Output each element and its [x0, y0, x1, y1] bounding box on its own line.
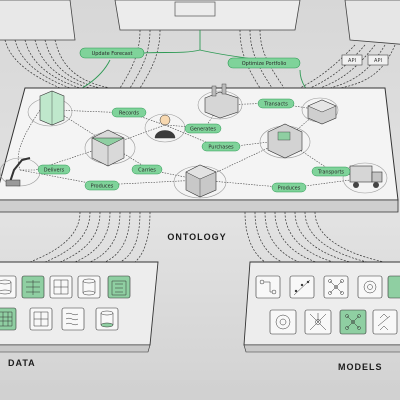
building-icon[interactable] — [39, 90, 65, 126]
app-panel-right — [344, 0, 400, 45]
update-forecast-label: Update Forecast — [92, 51, 133, 57]
warehouse-icon[interactable] — [91, 129, 125, 167]
model-tile-cog[interactable] — [269, 309, 297, 335]
app-panel-left — [0, 0, 76, 41]
edge-pill-carries[interactable]: Carries — [131, 164, 163, 175]
data-tile-dots[interactable] — [107, 275, 131, 299]
models-panel — [243, 261, 400, 353]
edge-label-generates: Generates — [190, 127, 216, 133]
truck-icon[interactable] — [349, 165, 383, 188]
model-tiles — [255, 275, 400, 335]
lower-connectors — [29, 211, 385, 263]
top-app-panels — [0, 0, 400, 45]
edge-label-purchases: Purchases — [208, 145, 234, 151]
optimize-portfolio-label: Optimize Portfolio — [242, 61, 287, 67]
edge-pill-produces-left[interactable]: Produces — [84, 180, 120, 191]
update-forecast-pill[interactable]: Update Forecast — [79, 47, 145, 59]
model-tile-flow[interactable] — [255, 275, 281, 299]
machine-icon[interactable] — [267, 123, 303, 159]
edge-label-produces-left: Produces — [91, 184, 114, 190]
optimize-portfolio-pill[interactable]: Optimize Portfolio — [227, 57, 301, 69]
edge-label-transports: Transports — [317, 170, 344, 176]
data-title: DATA — [8, 358, 36, 368]
green-action-lines — [129, 30, 271, 63]
edge-pill-purchases[interactable]: Purchases — [201, 141, 241, 152]
models-title: MODELS — [338, 362, 383, 372]
model-tile-edge[interactable] — [387, 275, 400, 299]
factory-icon[interactable] — [204, 83, 239, 119]
edge-pill-records[interactable]: Records — [111, 107, 147, 118]
edge-label-transacts: Transacts — [263, 102, 288, 108]
bottom-shade — [0, 380, 400, 400]
monitor-icon — [174, 1, 216, 17]
edge-pill-transports[interactable]: Transports — [311, 166, 351, 177]
edge-label-carries: Carries — [138, 168, 156, 174]
ontology-title: ONTOLOGY — [167, 232, 226, 242]
app-panel-center — [114, 0, 301, 31]
cargo-box-icon[interactable] — [307, 99, 337, 125]
api-label-2: API — [374, 58, 382, 64]
person-icon[interactable] — [154, 114, 176, 139]
data-tile-database[interactable] — [0, 275, 17, 299]
data-tile-wave[interactable] — [61, 307, 85, 331]
model-tile-gear[interactable] — [357, 275, 383, 299]
model-tile-link[interactable] — [372, 309, 398, 335]
api-box-2: API — [367, 54, 389, 66]
data-panel — [0, 261, 159, 353]
edge-pill-transacts[interactable]: Transacts — [257, 98, 295, 109]
robot-arm-icon[interactable] — [5, 157, 31, 187]
edge-pill-produces-right[interactable]: Produces — [271, 182, 307, 193]
model-tile-glyphs — [259, 279, 391, 331]
data-tile-cylinder[interactable] — [77, 275, 101, 299]
api-label-1: API — [348, 58, 356, 64]
edge-pill-delivers[interactable]: Delivers — [37, 164, 71, 175]
api-box-1: API — [341, 54, 363, 66]
edge-label-produces-right: Produces — [278, 186, 301, 192]
data-tile-glyphs — [0, 278, 127, 328]
edge-label-records: Records — [119, 111, 139, 117]
model-tile-scatter[interactable] — [289, 275, 315, 299]
package-icon[interactable] — [185, 164, 217, 198]
edge-pill-generates[interactable]: Generates — [184, 123, 222, 134]
edge-label-delivers: Delivers — [44, 168, 65, 174]
